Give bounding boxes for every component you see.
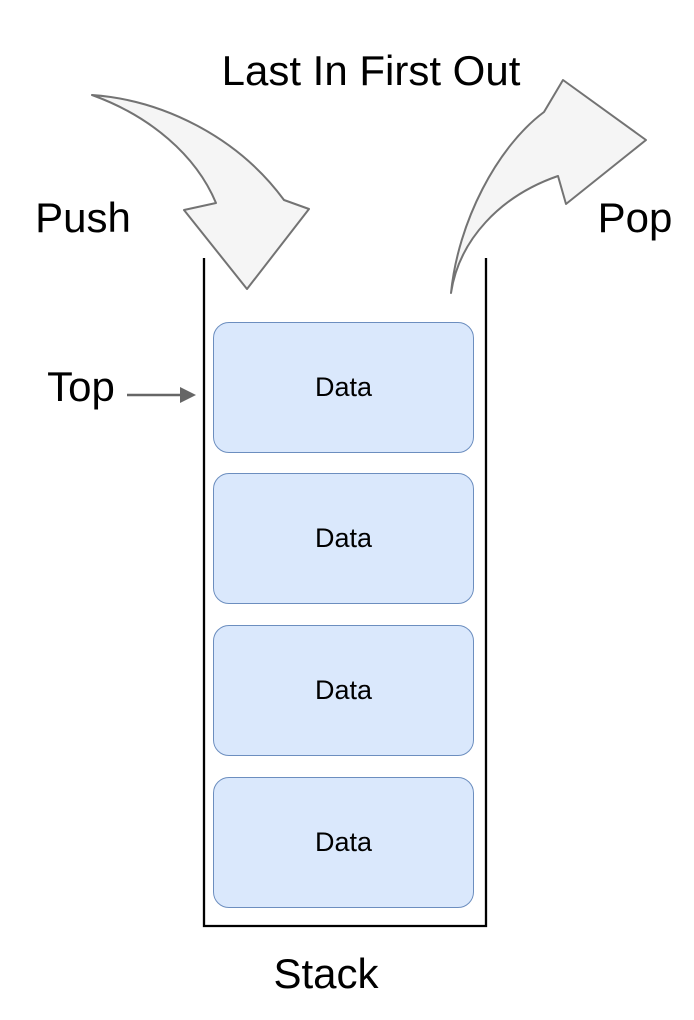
stack-cell-label: Data: [314, 372, 373, 402]
top-pointer-arrow-icon: [127, 387, 196, 403]
stack-cell: Data: [213, 625, 474, 756]
stack-cell-label: Data: [314, 827, 373, 857]
diagram-title: Last In First Out: [221, 47, 521, 94]
top-pointer-label: Top: [47, 363, 115, 410]
stack-cell: Data: [213, 473, 474, 604]
stack-cell-label: Data: [314, 675, 373, 705]
stack-cell-top: Data: [213, 322, 474, 453]
push-label: Push: [35, 194, 131, 241]
pop-label: Pop: [597, 194, 673, 241]
stack-caption: Stack: [273, 950, 379, 997]
stack-cell-label: Data: [314, 523, 373, 553]
push-arrow-icon: [91, 94, 310, 290]
pop-arrow-icon: [450, 79, 647, 294]
stack-cell-bottom: Data: [213, 777, 474, 908]
